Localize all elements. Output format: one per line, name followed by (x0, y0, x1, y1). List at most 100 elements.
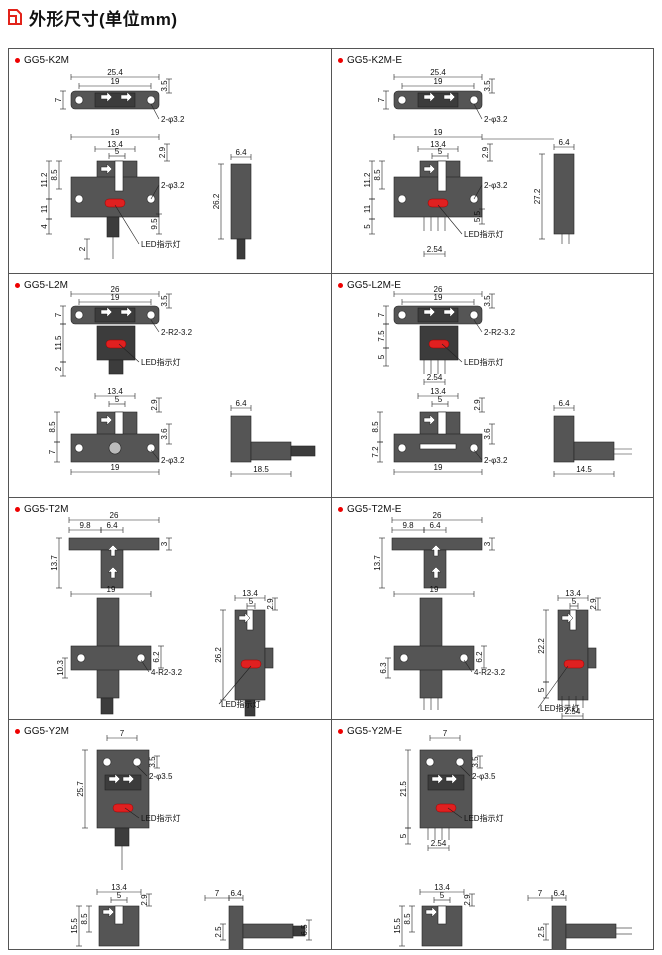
dimension-label: 5 (363, 224, 372, 229)
dimension-label: 19 (111, 77, 120, 86)
dimension-label: 26 (110, 511, 119, 520)
dimension-label: 5 (438, 147, 443, 156)
column-divider (331, 49, 332, 949)
dimension-label: 26.2 (212, 193, 221, 209)
arrow-icon (100, 306, 113, 318)
dimension-label: 4 (40, 224, 49, 229)
leader-line (140, 659, 150, 673)
leader-line (473, 184, 483, 200)
bullet-icon (338, 729, 343, 734)
dimension-label: 6.4 (235, 399, 247, 408)
leader-line (150, 184, 160, 200)
led-indicator (104, 198, 126, 208)
mounting-hole (397, 443, 407, 453)
mounting-hole (136, 653, 146, 663)
mounting-hole (146, 443, 156, 453)
mounting-hole (469, 443, 479, 453)
cable (100, 697, 114, 715)
arrow-icon (108, 773, 121, 785)
led-label: LED指示灯 (464, 813, 504, 823)
dimension-label: 7.2 (371, 446, 380, 458)
leader-line (118, 343, 140, 363)
dimension-label: 3.5 (483, 295, 492, 307)
arrow-icon (431, 773, 444, 785)
side-view (553, 153, 575, 235)
dimension-label: 13.4 (107, 140, 123, 149)
row-divider (9, 273, 653, 274)
dimension-label: 2.9 (463, 894, 472, 906)
side-view (551, 905, 567, 949)
dimension-label: 6.5 (300, 924, 309, 936)
cable (106, 216, 120, 238)
dimension-label: 5 (117, 891, 122, 900)
dimension-label: 9.8 (79, 521, 91, 530)
dimension-label: 2.9 (150, 399, 159, 411)
leader-line (150, 319, 160, 333)
arrow-icon (423, 306, 436, 318)
hole-label: 4-R2-3.2 (151, 668, 183, 677)
dimension-label: 9.8 (402, 521, 414, 530)
slot (114, 160, 124, 192)
mounting-hole (76, 653, 86, 663)
side-view (230, 163, 252, 240)
dimension-label: 7 (377, 97, 386, 102)
dimension-label: 10.3 (56, 660, 65, 676)
bullet-icon (15, 729, 20, 734)
dimension-label: 6.4 (235, 148, 247, 157)
model-label: GG5-K2M (15, 55, 69, 66)
bullet-icon (15, 507, 20, 512)
dimension-label: 9.5 (150, 218, 159, 230)
dimension-label: 2 (78, 246, 87, 251)
model-name: GG5-Y2M-E (347, 726, 403, 737)
dimension-label: 26 (433, 511, 442, 520)
dimension-label: 2.9 (140, 894, 149, 906)
cable (236, 238, 246, 260)
leader-line (463, 659, 473, 673)
model-name: GG5-K2M (24, 55, 70, 66)
model-label: GG5-T2M (15, 504, 68, 515)
model-label: GG5-T2M-E (338, 504, 401, 515)
arrow-icon (100, 163, 113, 175)
dimension-label: 25.4 (107, 68, 123, 77)
dimension-label: 6.2 (475, 651, 484, 663)
dimension-label: 3 (160, 541, 169, 546)
dimension-label: 13.7 (50, 555, 59, 571)
model-label: GG5-L2M-E (338, 280, 401, 291)
dimension-label: 13.4 (107, 387, 123, 396)
arrow-icon (443, 306, 456, 318)
dimension-label: 2.9 (589, 598, 598, 610)
tab (264, 647, 274, 669)
dimension-label: 19 (434, 463, 443, 472)
mounting-hole (74, 95, 84, 105)
dimension-label: 2.54 (427, 373, 443, 382)
page-title: 外形尺寸(单位mm) (29, 9, 178, 29)
dimension-label: 5 (572, 597, 577, 606)
arrow-icon (423, 414, 436, 426)
hole-label: 2-φ3.2 (484, 115, 508, 124)
leader-line (150, 103, 160, 120)
hole-label: 2-φ3.2 (484, 456, 508, 465)
mounting-hole (132, 757, 142, 767)
mounting-hole (397, 95, 407, 105)
dimension-label: 5 (115, 395, 120, 404)
dimension-label: 2.9 (473, 399, 482, 411)
dimension-label: 5 (249, 597, 254, 606)
mounting-hole (425, 757, 435, 767)
mounting-hole (455, 757, 465, 767)
arrow-icon (107, 544, 119, 557)
leader-line (441, 343, 463, 363)
dimension-label: 7.5 (377, 330, 386, 342)
dimension-label: 19 (434, 77, 443, 86)
led-indicator (240, 659, 262, 669)
bullet-icon (15, 283, 20, 288)
hole-label: 2-φ3.2 (484, 181, 508, 190)
dimension-label: 13.4 (111, 883, 127, 892)
bullet-icon (338, 507, 343, 512)
slot (437, 411, 447, 435)
dimension-label: 5 (440, 891, 445, 900)
model-name: GG5-T2M (24, 504, 69, 515)
